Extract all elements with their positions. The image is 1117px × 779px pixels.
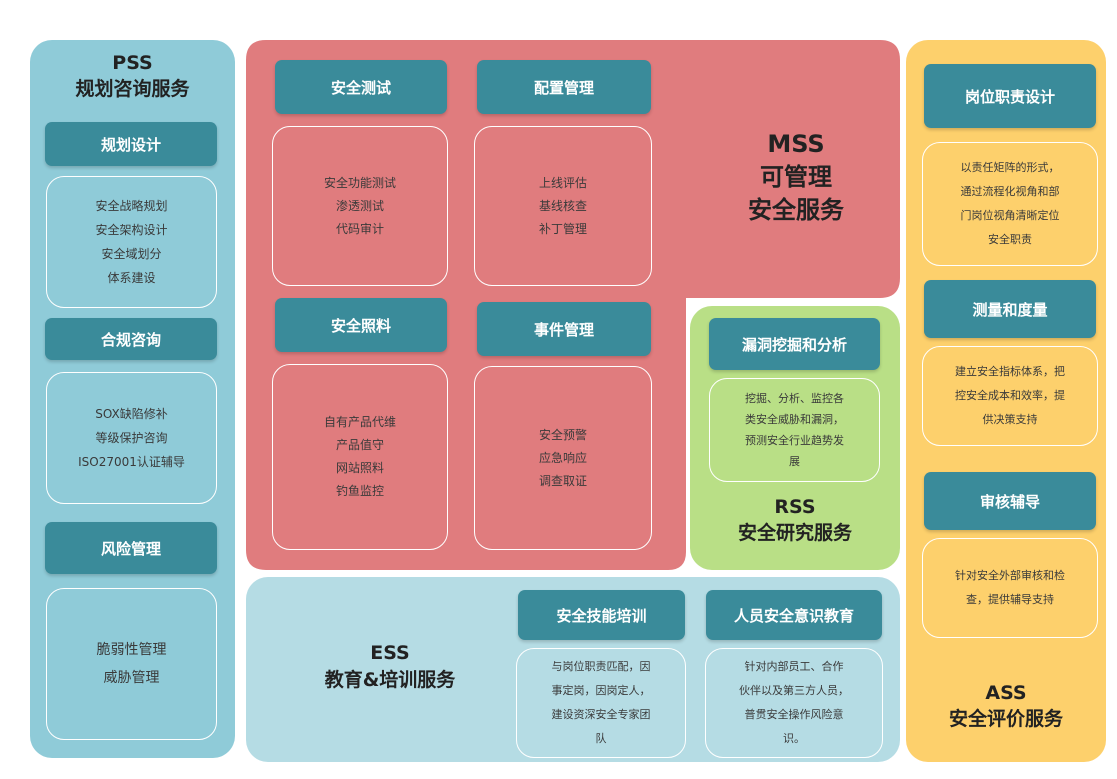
rss-vuln-box: 挖掘、分析、监控各 类安全威胁和漏洞， 预测安全行业趋势发 展 [709,378,880,482]
ess-title: ESS 教育&培训服务 [290,640,490,694]
ass-measurement-header: 测量和度量 [924,280,1096,338]
mss-config-management-header: 配置管理 [477,60,651,114]
ass-job-design-line: 以责任矩阵的形式， [960,161,1060,174]
ass-measurement-line: 供决策支持 [982,413,1038,426]
pss-compliance-box: SOX缺陷修补 等级保护咨询 ISO27001认证辅导 [46,372,217,504]
ess-skills-training-line: 队 [595,732,607,745]
mss-security-testing-header: 安全测试 [275,60,447,114]
mss-security-testing-item: 安全功能测试 [323,175,396,190]
ess-skills-training-line: 事定岗，因岗定人， [551,684,651,697]
mss-title-line2: 可管理 [760,163,832,191]
pss-planning-item: 安全域划分 [101,247,162,261]
ass-job-design-box: 以责任矩阵的形式， 通过流程化视角和部 门岗位视角清晰定位 安全职责 [922,142,1098,266]
ass-panel [906,40,1106,762]
ess-awareness-header: 人员安全意识教育 [706,590,882,640]
pss-compliance-item: ISO27001认证辅导 [78,455,185,469]
ess-skills-training-line: 建设资深安全专家团 [551,708,651,721]
pss-risk-header: 风险管理 [45,522,217,574]
pss-compliance-item: 等级保护咨询 [95,431,168,445]
rss-vuln-line: 展 [789,455,800,468]
mss-security-care-item: 自有产品代维 [323,415,396,429]
ess-awareness-line: 识。 [783,732,805,745]
ess-skills-training-box: 与岗位职责匹配，因 事定岗，因岗定人， 建设资深安全专家团 队 [516,648,686,758]
ass-audit-box: 针对安全外部审核和检 查，提供辅导支持 [922,538,1098,638]
mss-title: MSS 可管理 安全服务 [706,128,886,227]
rss-vuln-line: 预测安全行业趋势发 [745,434,844,447]
mss-security-care-item: 钓鱼监控 [335,484,384,498]
rss-title-line1: RSS [774,496,816,518]
pss-planning-box: 安全战略规划 安全架构设计 安全域划分 体系建设 [46,176,217,308]
mss-config-management-item: 上线评估 [538,175,587,190]
mss-security-care-item: 网站照料 [335,461,384,475]
ass-title: ASS 安全评价服务 [906,680,1106,732]
mss-security-care-box: 自有产品代维 产品值守 网站照料 钓鱼监控 [272,364,448,550]
mss-config-management-item: 补丁管理 [538,221,587,236]
mss-security-testing-item: 代码审计 [335,221,384,236]
ess-skills-training-header: 安全技能培训 [518,590,685,640]
mss-config-management-item: 基线核查 [538,198,587,213]
pss-planning-item: 安全战略规划 [95,199,168,213]
mss-security-testing-box: 安全功能测试 渗透测试 代码审计 [272,126,448,286]
rss-vuln-header: 漏洞挖掘和分析 [709,318,880,370]
pss-risk-box: 脆弱性管理 威胁管理 [46,588,217,740]
mss-security-care-header: 安全照料 [275,298,447,352]
ess-awareness-line: 伙伴以及第三方人员， [739,684,849,697]
ass-measurement-line: 控安全成本和效率，提 [955,389,1065,402]
mss-title-line1: MSS [767,130,825,158]
ass-title-line1: ASS [985,682,1027,704]
ass-audit-line: 查，提供辅导支持 [966,593,1054,606]
pss-planning-item: 体系建设 [107,271,156,285]
ass-title-line2: 安全评价服务 [948,708,1063,730]
rss-title: RSS 安全研究服务 [690,494,900,546]
mss-title-line3: 安全服务 [748,196,844,224]
mss-incident-management-box: 安全预警 应急响应 调查取证 [474,366,652,550]
ess-skills-training-line: 与岗位职责匹配，因 [551,660,651,673]
ass-job-design-line: 安全职责 [988,233,1032,246]
pss-planning-item: 安全架构设计 [95,223,168,237]
ess-awareness-line: 针对内部员工、合作 [744,660,844,673]
pss-risk-item: 威胁管理 [103,670,160,686]
ass-job-design-header: 岗位职责设计 [924,64,1096,128]
mss-security-testing-item: 渗透测试 [335,198,384,213]
ass-audit-line: 针对安全外部审核和检 [955,569,1065,582]
ess-title-line1: ESS [370,642,410,664]
mss-incident-management-item: 安全预警 [538,427,587,442]
pss-compliance-header: 合规咨询 [45,318,217,360]
pss-compliance-item: SOX缺陷修补 [95,407,168,421]
mss-security-care-item: 产品值守 [335,438,384,452]
mss-incident-management-item: 应急响应 [538,450,587,465]
ess-title-line2: 教育&培训服务 [324,669,456,691]
rss-title-line2: 安全研究服务 [737,522,852,544]
mss-incident-management-item: 调查取证 [538,473,587,488]
pss-risk-item: 脆弱性管理 [96,642,167,658]
pss-title: PSS 规划咨询服务 [30,50,235,102]
rss-vuln-line: 挖掘、分析、监控各 [745,392,844,405]
ass-job-design-line: 通过流程化视角和部 [960,185,1060,198]
ass-measurement-line: 建立安全指标体系，把 [955,365,1065,378]
ass-audit-header: 审核辅导 [924,472,1096,530]
rss-vuln-line: 类安全威胁和漏洞， [745,413,844,426]
pss-title-line2: 规划咨询服务 [75,78,190,100]
pss-planning-header: 规划设计 [45,122,217,166]
ess-awareness-line: 普贯安全操作风险意 [744,708,844,721]
ess-awareness-box: 针对内部员工、合作 伙伴以及第三方人员， 普贯安全操作风险意 识。 [705,648,883,758]
pss-title-line1: PSS [112,52,153,74]
ass-measurement-box: 建立安全指标体系，把 控安全成本和效率，提 供决策支持 [922,346,1098,446]
ass-job-design-line: 门岗位视角清晰定位 [960,209,1060,222]
mss-config-management-box: 上线评估 基线核查 补丁管理 [474,126,652,286]
mss-incident-management-header: 事件管理 [477,302,651,356]
